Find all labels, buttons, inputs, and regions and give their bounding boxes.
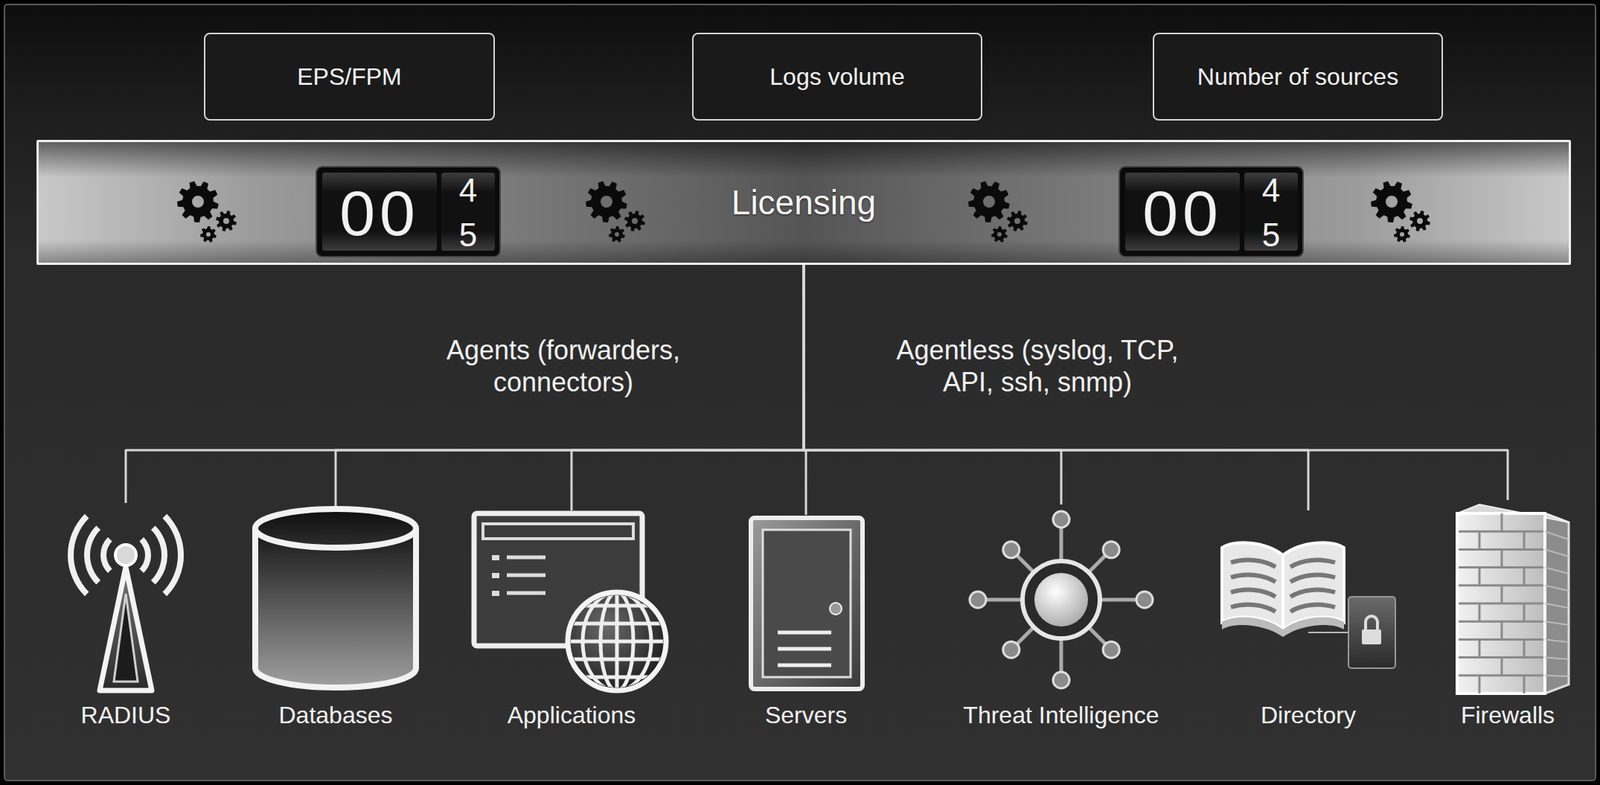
source-node: Databases <box>274 506 398 730</box>
gear-icon <box>200 226 217 243</box>
node-caption: Databases <box>279 701 393 730</box>
metric-box: EPS/FPM <box>203 32 495 121</box>
gear-icon <box>608 226 626 243</box>
counter-digit: 00 <box>339 180 420 245</box>
gear-icon <box>1370 180 1413 223</box>
gear-icon <box>177 180 219 223</box>
firewall-icon <box>1457 504 1569 694</box>
threat-icon <box>969 511 1153 689</box>
band-shade <box>36 139 1571 265</box>
node-caption: Servers <box>765 701 847 730</box>
gear-icon <box>991 226 1008 243</box>
gear-icon <box>968 180 1010 223</box>
gear-icon <box>215 210 237 232</box>
bus-connector <box>803 264 1508 501</box>
counter-digit: 5 <box>459 215 478 256</box>
application-icon <box>474 513 670 694</box>
source-node: Threat Intelligence <box>958 504 1164 730</box>
node-caption: Firewalls <box>1460 701 1555 730</box>
counter-drum <box>322 172 437 251</box>
counter-body <box>1119 166 1304 257</box>
source-node: Directory <box>1256 510 1362 730</box>
bus-connector <box>803 264 1309 511</box>
icons <box>67 504 1569 694</box>
counter-drum <box>1125 172 1240 251</box>
node-label: Logs volume <box>769 63 905 91</box>
licensing-band: Licensing <box>36 139 1571 265</box>
agent-label: Agents (forwarders, connectors) <box>414 334 713 399</box>
metric-box: Number of sources <box>1152 32 1443 121</box>
counters <box>316 166 1304 257</box>
agentless-label: Agentless (syslog, TCP, API, ssh, snmp) <box>873 334 1202 399</box>
counter-digit: 5 <box>1262 215 1280 256</box>
gear-icon <box>1393 226 1411 243</box>
gear-icon <box>624 210 646 232</box>
database-icon <box>255 509 416 688</box>
source-node: Applications <box>503 510 641 730</box>
gear-icon <box>1409 210 1431 232</box>
node-caption: RADIUS <box>81 701 172 730</box>
server-icon <box>750 517 863 690</box>
source-node: Firewalls <box>1456 500 1560 730</box>
counter-body <box>316 166 501 257</box>
radius-icon <box>67 514 184 691</box>
metric-box: Logs volume <box>692 32 983 121</box>
bus-connector <box>125 264 804 504</box>
node-label: Licensing <box>731 183 876 223</box>
band-fill <box>36 139 1571 265</box>
source-node: Servers <box>760 514 853 730</box>
node-label: EPS/FPM <box>296 63 402 91</box>
node-caption: Threat Intelligence <box>962 701 1159 730</box>
counter-digit: 00 <box>1142 180 1223 245</box>
counter-digit: 4 <box>1262 171 1280 211</box>
node-caption: Applications <box>507 701 637 730</box>
counter-digit: 4 <box>459 171 478 211</box>
panel <box>4 4 1596 781</box>
node-label: Number of sources <box>1197 63 1399 91</box>
gear-icon <box>1006 210 1028 232</box>
directory-icon <box>1221 542 1396 669</box>
node-caption: Directory <box>1260 701 1356 730</box>
bus-connector <box>335 264 804 507</box>
source-node: RADIUS <box>76 503 176 730</box>
gear-icon <box>585 180 628 223</box>
